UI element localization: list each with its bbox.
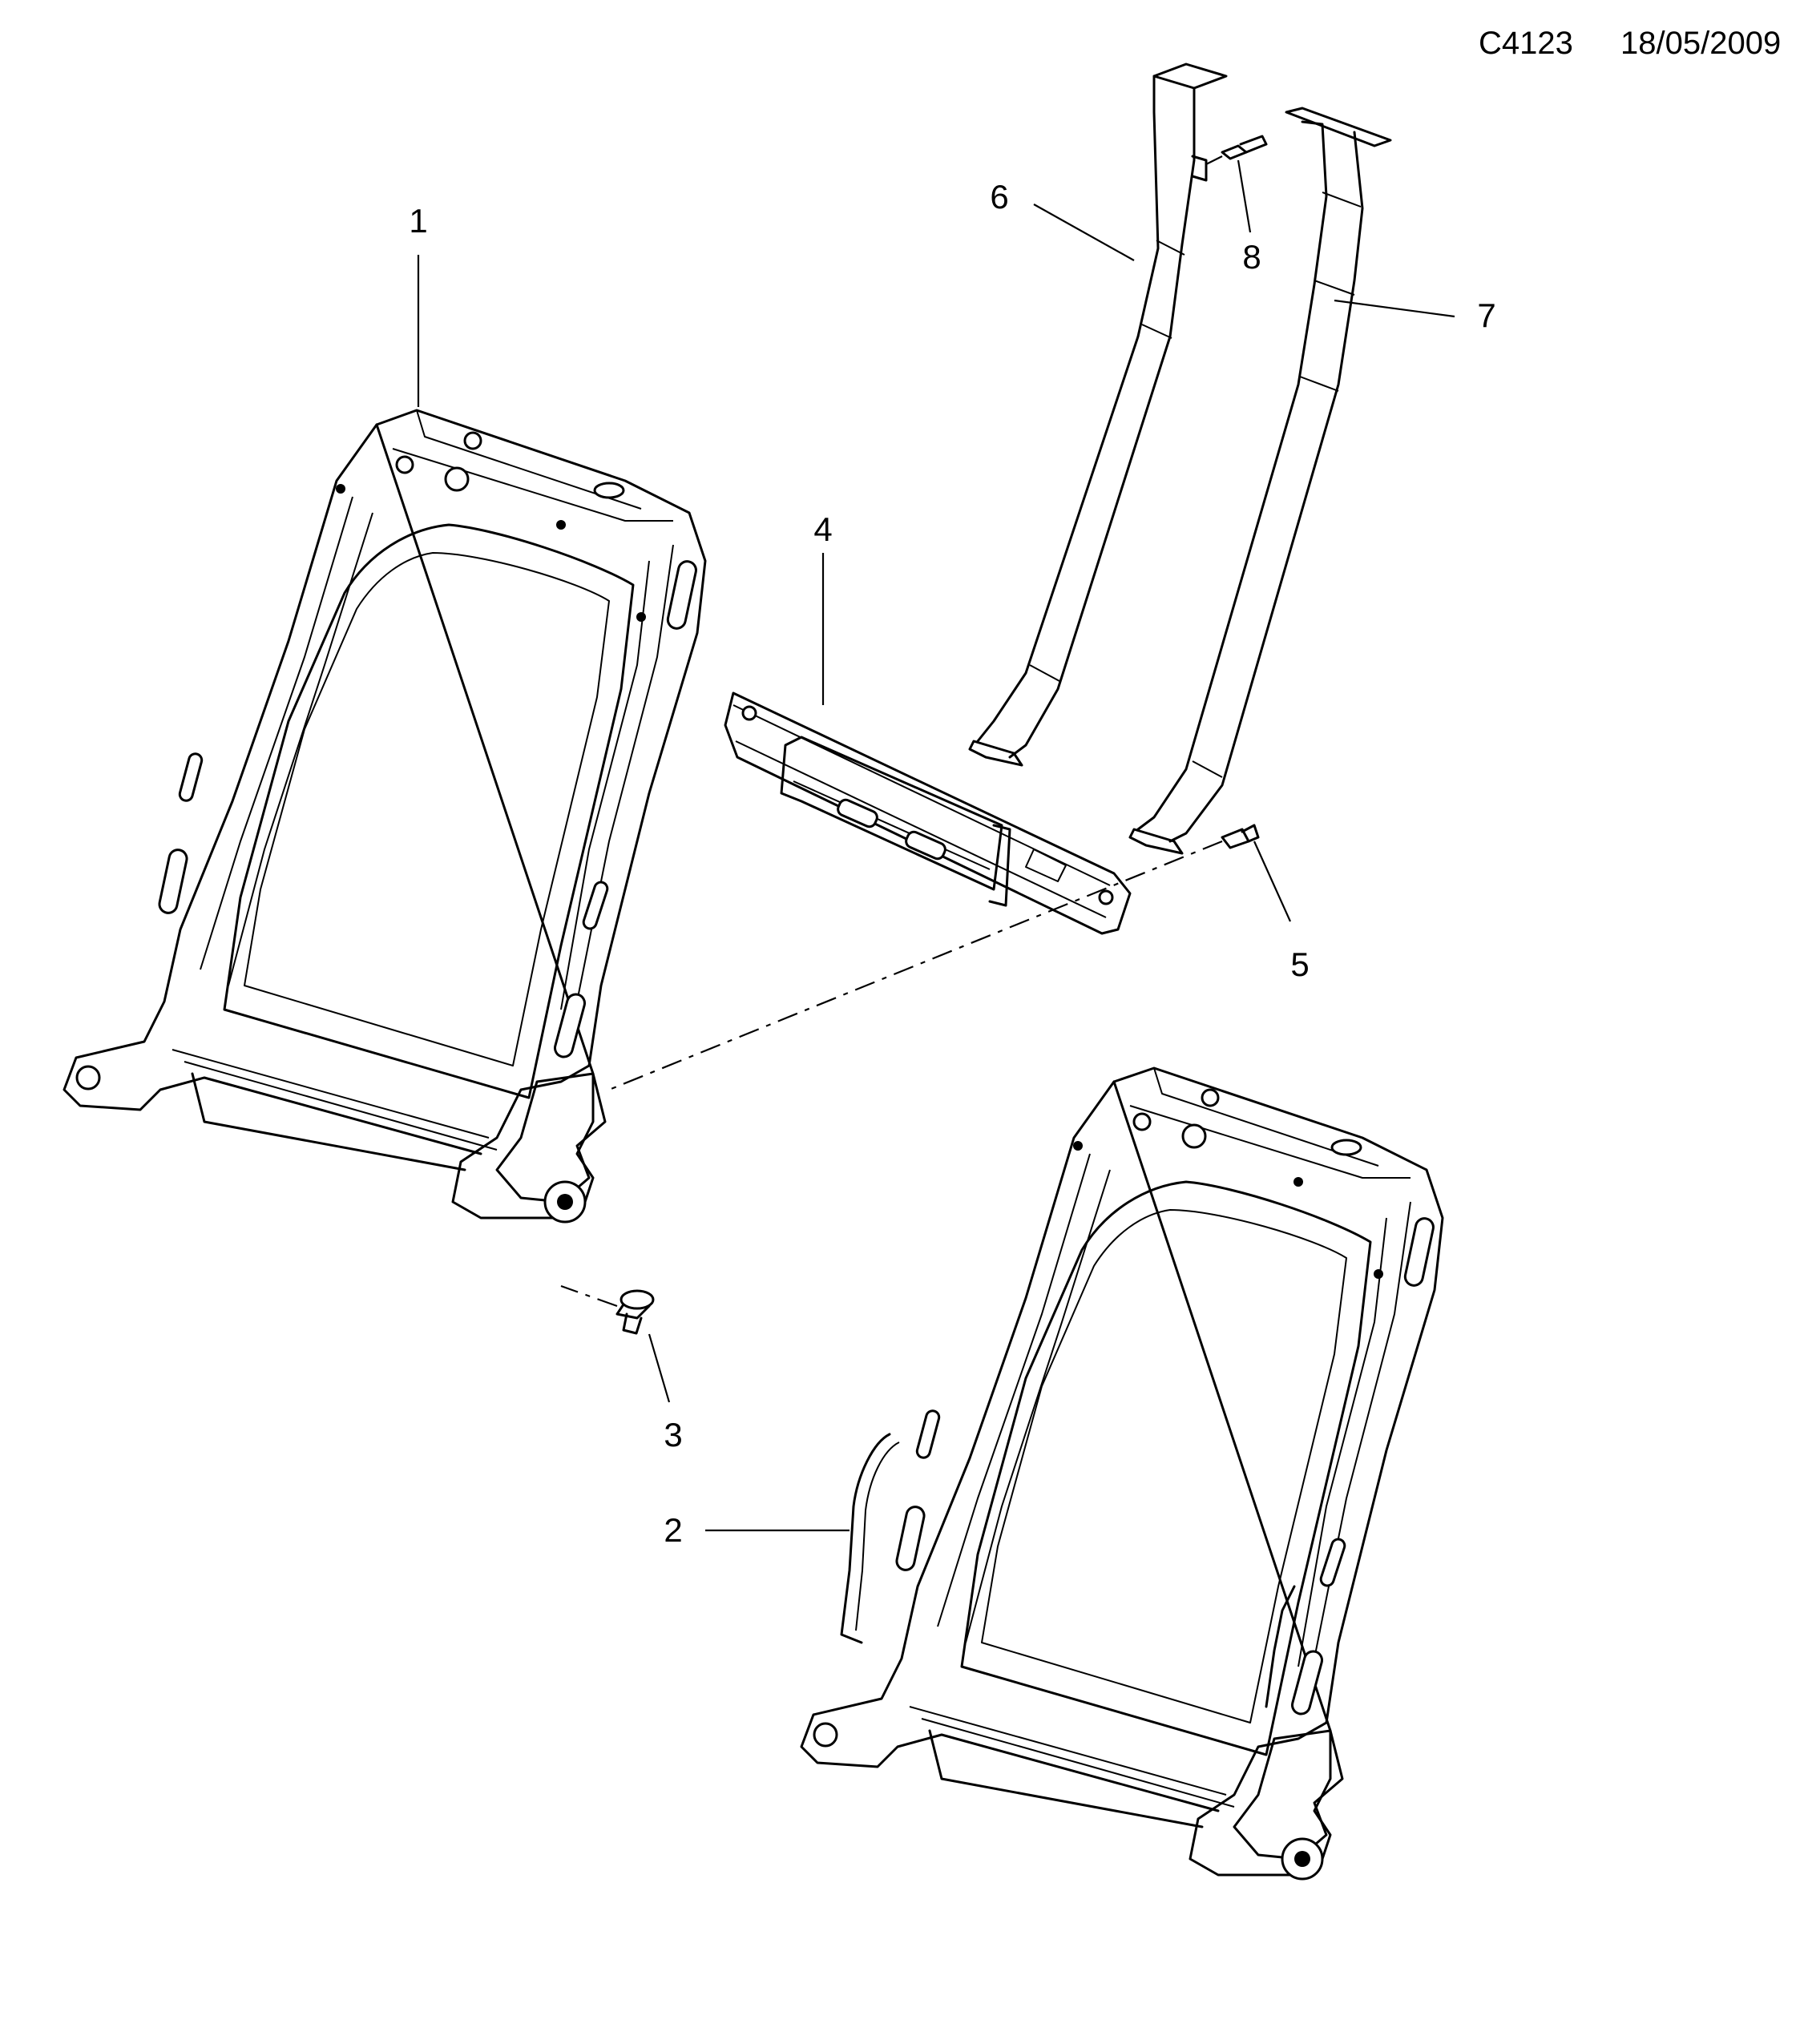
callout-label-1: 1 (409, 202, 427, 240)
callout-label-5: 5 (1290, 945, 1309, 983)
part-7-strap[interactable] (1128, 107, 1392, 855)
callout-label-8: 8 (1242, 238, 1261, 276)
callout-5: 5 (1253, 841, 1310, 983)
callout-4: 4 (813, 510, 833, 705)
callout-7: 7 (1334, 296, 1496, 334)
part-6-strap[interactable] (968, 62, 1228, 767)
diagram-reference-code: C4123 (1479, 26, 1573, 61)
callout-3: 3 (648, 1333, 683, 1453)
callout-label-2: 2 (664, 1511, 682, 1549)
callout-label-6: 6 (990, 178, 1008, 216)
part-4-lumbar-support[interactable] (724, 691, 1132, 935)
part-8-clip[interactable] (1205, 135, 1268, 165)
part-3-bolt[interactable] (560, 1284, 655, 1335)
callout-label-4: 4 (813, 510, 832, 548)
callout-label-7: 7 (1477, 296, 1495, 334)
callout-8: 8 (1237, 159, 1261, 276)
part-1-seat-back-frame[interactable] (63, 409, 707, 1224)
callout-1: 1 (409, 202, 428, 407)
part-5-rivet[interactable] (608, 824, 1260, 1091)
part-2-seat-back-frame[interactable] (800, 1066, 1444, 1881)
callout-2: 2 (664, 1511, 850, 1549)
diagram-date: 18/05/2009 (1620, 26, 1782, 61)
callout-6: 6 (990, 178, 1135, 261)
callout-label-3: 3 (664, 1416, 682, 1453)
